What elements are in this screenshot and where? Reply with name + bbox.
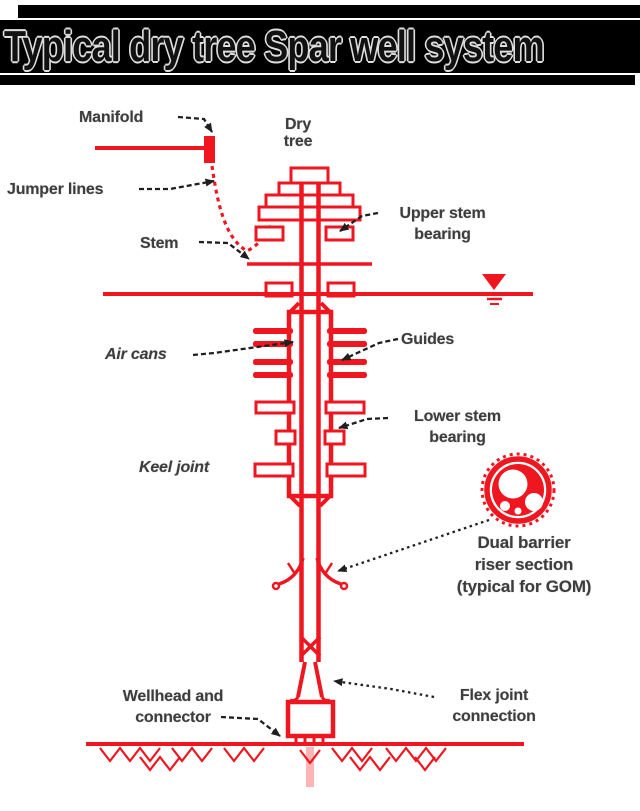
label-flex-joint-line2: connection <box>452 708 536 725</box>
spar-hull <box>286 301 334 508</box>
water-level-icon <box>482 274 506 305</box>
riser-stem-pipe <box>299 183 321 662</box>
label-lower-stem-bearing-line2: bearing <box>429 429 486 446</box>
leader-wellhead-arrow <box>220 715 281 737</box>
leader-jumper-lines-arrow <box>139 178 215 191</box>
label-upper-stem-bearing: Upper stem bearing <box>375 203 510 245</box>
banner-top-rule <box>18 5 640 18</box>
leader-manifold-arrow <box>177 115 213 133</box>
label-keel-joint: Keel joint <box>139 459 210 476</box>
label-lower-stem-bearing-line1: Lower stem <box>414 408 501 425</box>
page-title: Typical dry tree Spar well system <box>4 22 545 71</box>
label-wellhead-line1: Wellhead and <box>122 688 224 705</box>
leader-dual-barrier-arrow <box>337 518 490 573</box>
manifold-shape <box>95 136 215 163</box>
label-upper-stem-bearing-line1: Upper stem <box>399 205 486 222</box>
label-guides: Guides <box>401 331 455 348</box>
riser-cross-section-detail-icon <box>480 452 556 528</box>
label-flex-joint-line1: Flex joint <box>459 687 529 704</box>
seabed-hatching <box>99 746 447 772</box>
label-flex-joint-connection: Flex joint connection <box>430 685 558 727</box>
label-upper-stem-bearing-line2: bearing <box>414 226 471 243</box>
label-wellhead-connector: Wellhead and connector <box>103 686 243 728</box>
leader-air-cans-arrow <box>192 339 294 357</box>
wellhead-box <box>285 699 336 743</box>
label-dual-barrier-riser: Dual barrier riser section (typical for … <box>424 532 624 598</box>
banner-bottom-rule <box>0 75 635 85</box>
label-stem: Stem <box>140 235 179 252</box>
riser-x-joint <box>299 635 322 658</box>
label-dry-tree-line1: Dry <box>284 116 312 133</box>
leader-flex-joint-arrow <box>333 678 435 699</box>
leader-upper-stem-bearing-arrow <box>339 211 379 232</box>
banner-title-strip: Typical dry tree Spar well system <box>0 20 640 73</box>
keel-joint-flange-left <box>253 462 295 478</box>
lower-flanges <box>253 400 367 478</box>
label-manifold: Manifold <box>79 109 144 126</box>
leader-lower-stem-bearing-arrow <box>338 416 389 430</box>
label-jumper-lines: Jumper lines <box>7 181 104 198</box>
keel-joint-flange-right <box>325 462 367 478</box>
leader-stem-arrow <box>198 240 250 260</box>
riser-flex-arms <box>271 557 349 591</box>
dry-tree-shape <box>254 166 362 298</box>
label-dual-barrier-line1: Dual barrier <box>477 533 571 552</box>
leader-guides-arrow <box>341 337 399 362</box>
label-air-cans: Air cans <box>105 346 167 363</box>
flex-joint-cone <box>289 661 331 703</box>
label-dual-barrier-line2: riser section <box>474 555 574 574</box>
label-dry-tree-line2: tree <box>283 133 313 150</box>
label-dry-tree: Dry tree <box>272 116 324 150</box>
label-dual-barrier-line3: (typical for GOM) <box>456 577 592 596</box>
jumper-line-curve <box>210 165 273 253</box>
label-lower-stem-bearing: Lower stem bearing <box>385 406 530 448</box>
label-wellhead-line2: connector <box>135 709 211 726</box>
